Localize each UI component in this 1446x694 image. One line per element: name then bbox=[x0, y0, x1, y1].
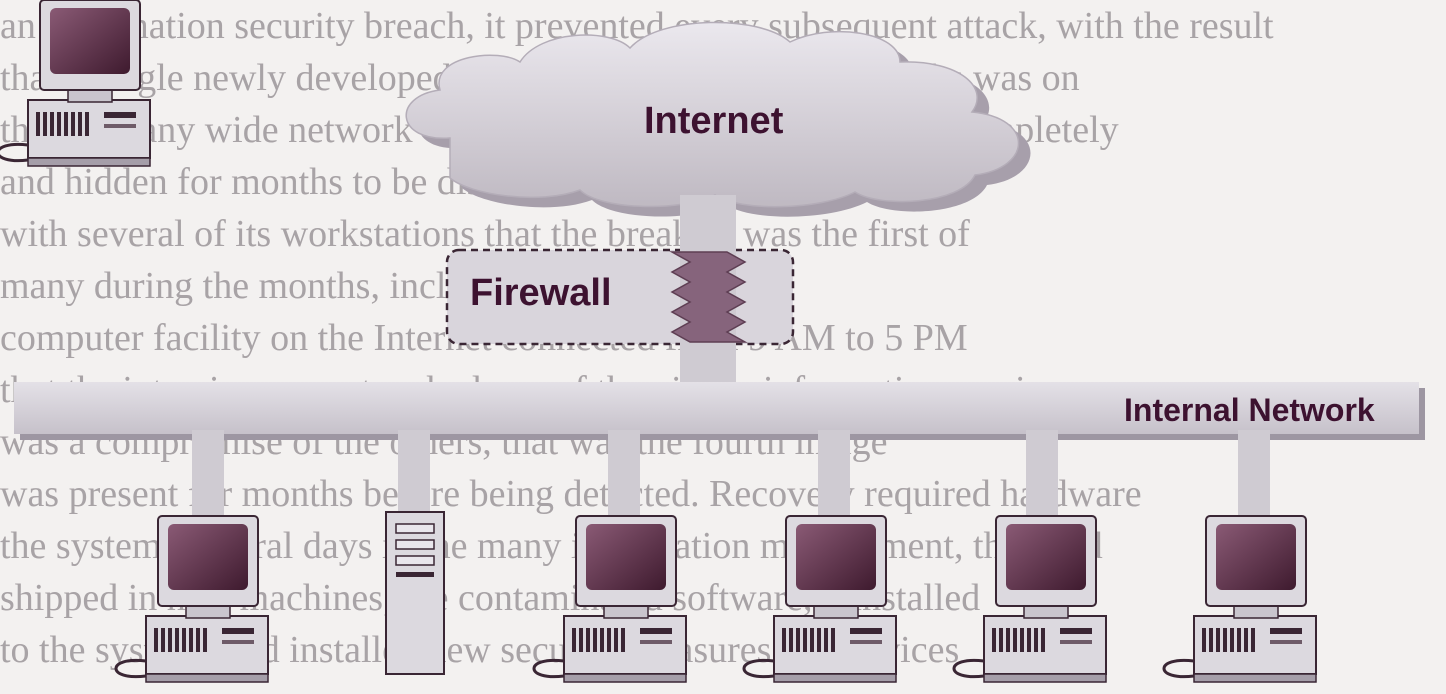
internet-label: Internet bbox=[644, 100, 784, 142]
firewall-filter bbox=[669, 251, 748, 343]
bg-line: an information security breach, it preve… bbox=[0, 5, 1274, 47]
bg-line: was present for months before being dete… bbox=[0, 473, 1142, 515]
network-drops bbox=[192, 430, 1270, 520]
bg-line: with several of its workstations that th… bbox=[0, 213, 970, 255]
workstation-computer bbox=[0, 0, 151, 167]
workstation-5 bbox=[952, 514, 1108, 684]
workstation-1 bbox=[114, 514, 270, 684]
workstation-4 bbox=[742, 514, 898, 684]
tower-server bbox=[385, 511, 445, 675]
internal-network-label: Internal Network bbox=[1124, 392, 1375, 428]
firewall-label: Firewall bbox=[470, 272, 612, 314]
workstation-6 bbox=[1162, 514, 1318, 684]
internet-cloud bbox=[405, 21, 1031, 217]
internal-network-bus bbox=[14, 382, 1425, 440]
workstation-3 bbox=[532, 514, 688, 684]
